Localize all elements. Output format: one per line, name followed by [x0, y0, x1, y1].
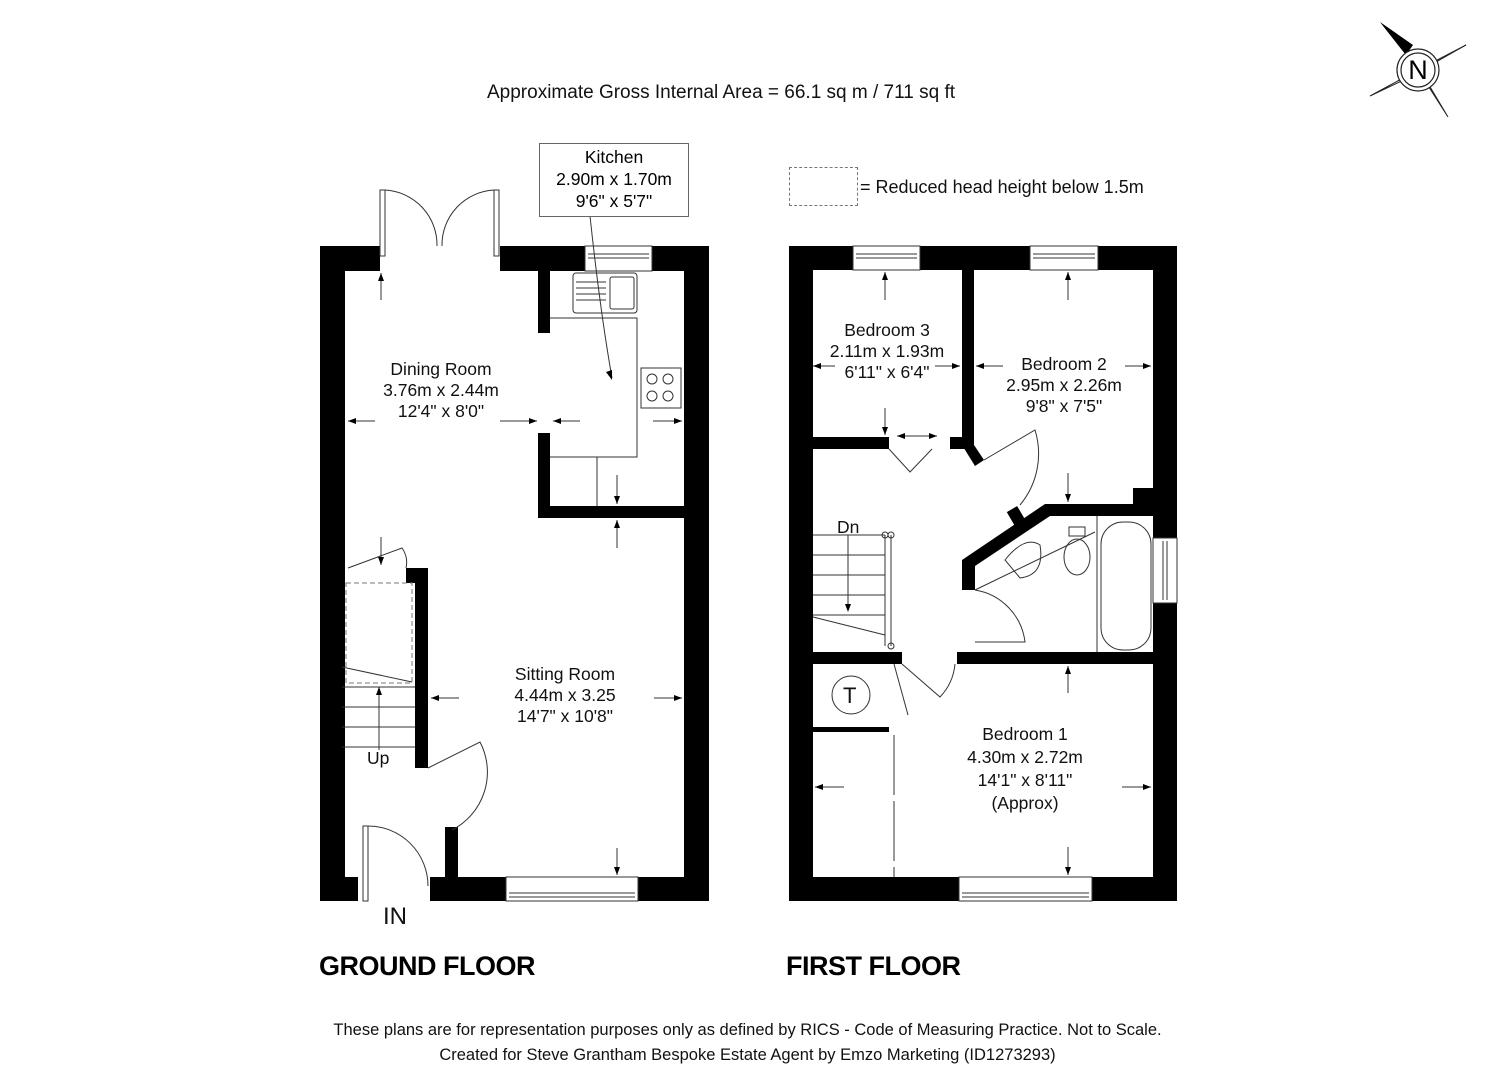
water-tank-label: T — [843, 683, 857, 708]
room-label-dining-room: Dining Room 3.76m x 2.44m 12'4" x 8'0" — [383, 359, 499, 421]
ground-reduced-height-area — [345, 582, 413, 684]
room-label-bedroom-2: Bedroom 2 2.95m x 2.26m 9'8" x 7'5" — [1006, 354, 1122, 416]
compass-label: N — [1408, 55, 1428, 85]
room-label-bedroom-3: Bedroom 3 2.11m x 1.93m 6'11" x 6'4" — [829, 320, 945, 382]
legend-text: = Reduced head height below 1.5m — [860, 177, 1144, 197]
first-floor-fixtures — [812, 245, 1178, 902]
ground-floor-fixtures — [341, 189, 682, 902]
room-imperial-kitchen: 9'6" x 5'7" — [575, 191, 653, 211]
kitchen-label-box: Kitchen 2.90m x 1.70m 9'6" x 5'7" — [539, 143, 689, 217]
north-compass-icon: N — [1368, 20, 1468, 120]
room-label-bedroom-1: Bedroom 1 4.30m x 2.72m 14'1" x 8'11" (A… — [967, 724, 1083, 813]
first-floor-title: FIRST FLOOR — [786, 951, 961, 981]
stairs-down-label: Dn — [837, 517, 860, 537]
entrance-label: IN — [383, 903, 407, 930]
ground-floor-title: GROUND FLOOR — [319, 951, 536, 981]
area-summary: Approximate Gross Internal Area = 66.1 s… — [487, 82, 956, 103]
ground-floor-walls — [320, 246, 709, 901]
room-metric-kitchen: 2.90m x 1.70m — [556, 169, 672, 189]
credit-text: Created for Steve Grantham Bespoke Estat… — [439, 1046, 1056, 1064]
room-name-kitchen: Kitchen — [584, 147, 644, 167]
stairs-up-label: Up — [367, 748, 390, 768]
reduced-head-height-legend-swatch — [789, 167, 858, 206]
disclaimer-text: These plans are for representation purpo… — [333, 1021, 1162, 1039]
room-label-sitting-room: Sitting Room 4.44m x 3.25 14'7" x 10'8" — [514, 664, 616, 726]
